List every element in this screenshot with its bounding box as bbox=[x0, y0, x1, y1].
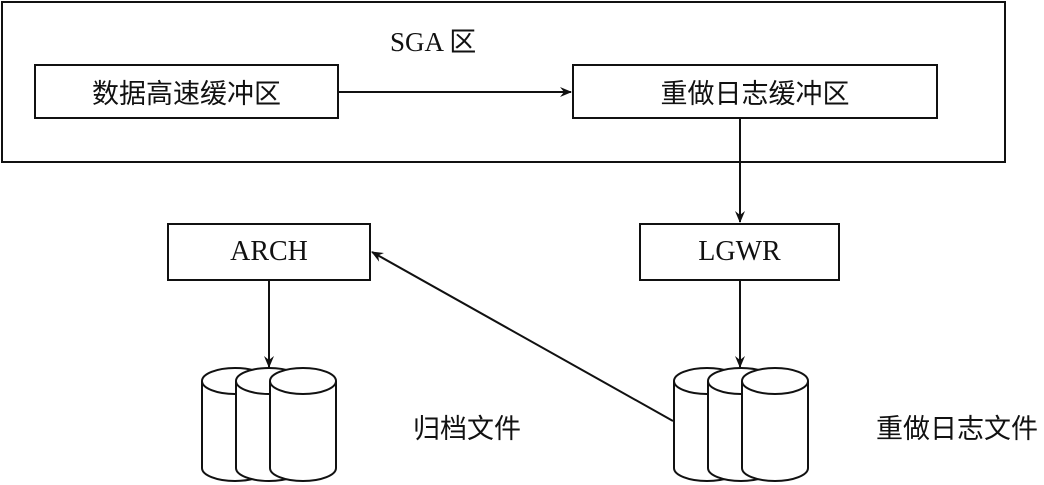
redo-log-buffer-label: 重做日志缓冲区 bbox=[660, 79, 850, 110]
lgwr-node: LGWR bbox=[639, 223, 840, 281]
cylinder-icon bbox=[741, 367, 809, 482]
redo-log-files-cylinders bbox=[673, 367, 809, 482]
db-buffer-cache-node: 数据高速缓冲区 bbox=[34, 64, 339, 119]
cylinder-icon bbox=[269, 367, 337, 482]
sga-region bbox=[1, 1, 1006, 163]
arch-node: ARCH bbox=[167, 223, 371, 281]
archive-files-label: 归档文件 bbox=[413, 414, 521, 445]
arch-label: ARCH bbox=[230, 236, 308, 267]
archive-files-cylinders bbox=[201, 367, 337, 482]
sga-region-label: SGA 区 bbox=[390, 27, 477, 57]
redo-log-files-label: 重做日志文件 bbox=[876, 414, 1038, 445]
lgwr-label: LGWR bbox=[698, 236, 781, 267]
redo-log-buffer-node: 重做日志缓冲区 bbox=[572, 64, 938, 119]
db-buffer-cache-label: 数据高速缓冲区 bbox=[92, 79, 281, 110]
edge-redo-files-to-arch bbox=[371, 251, 674, 422]
